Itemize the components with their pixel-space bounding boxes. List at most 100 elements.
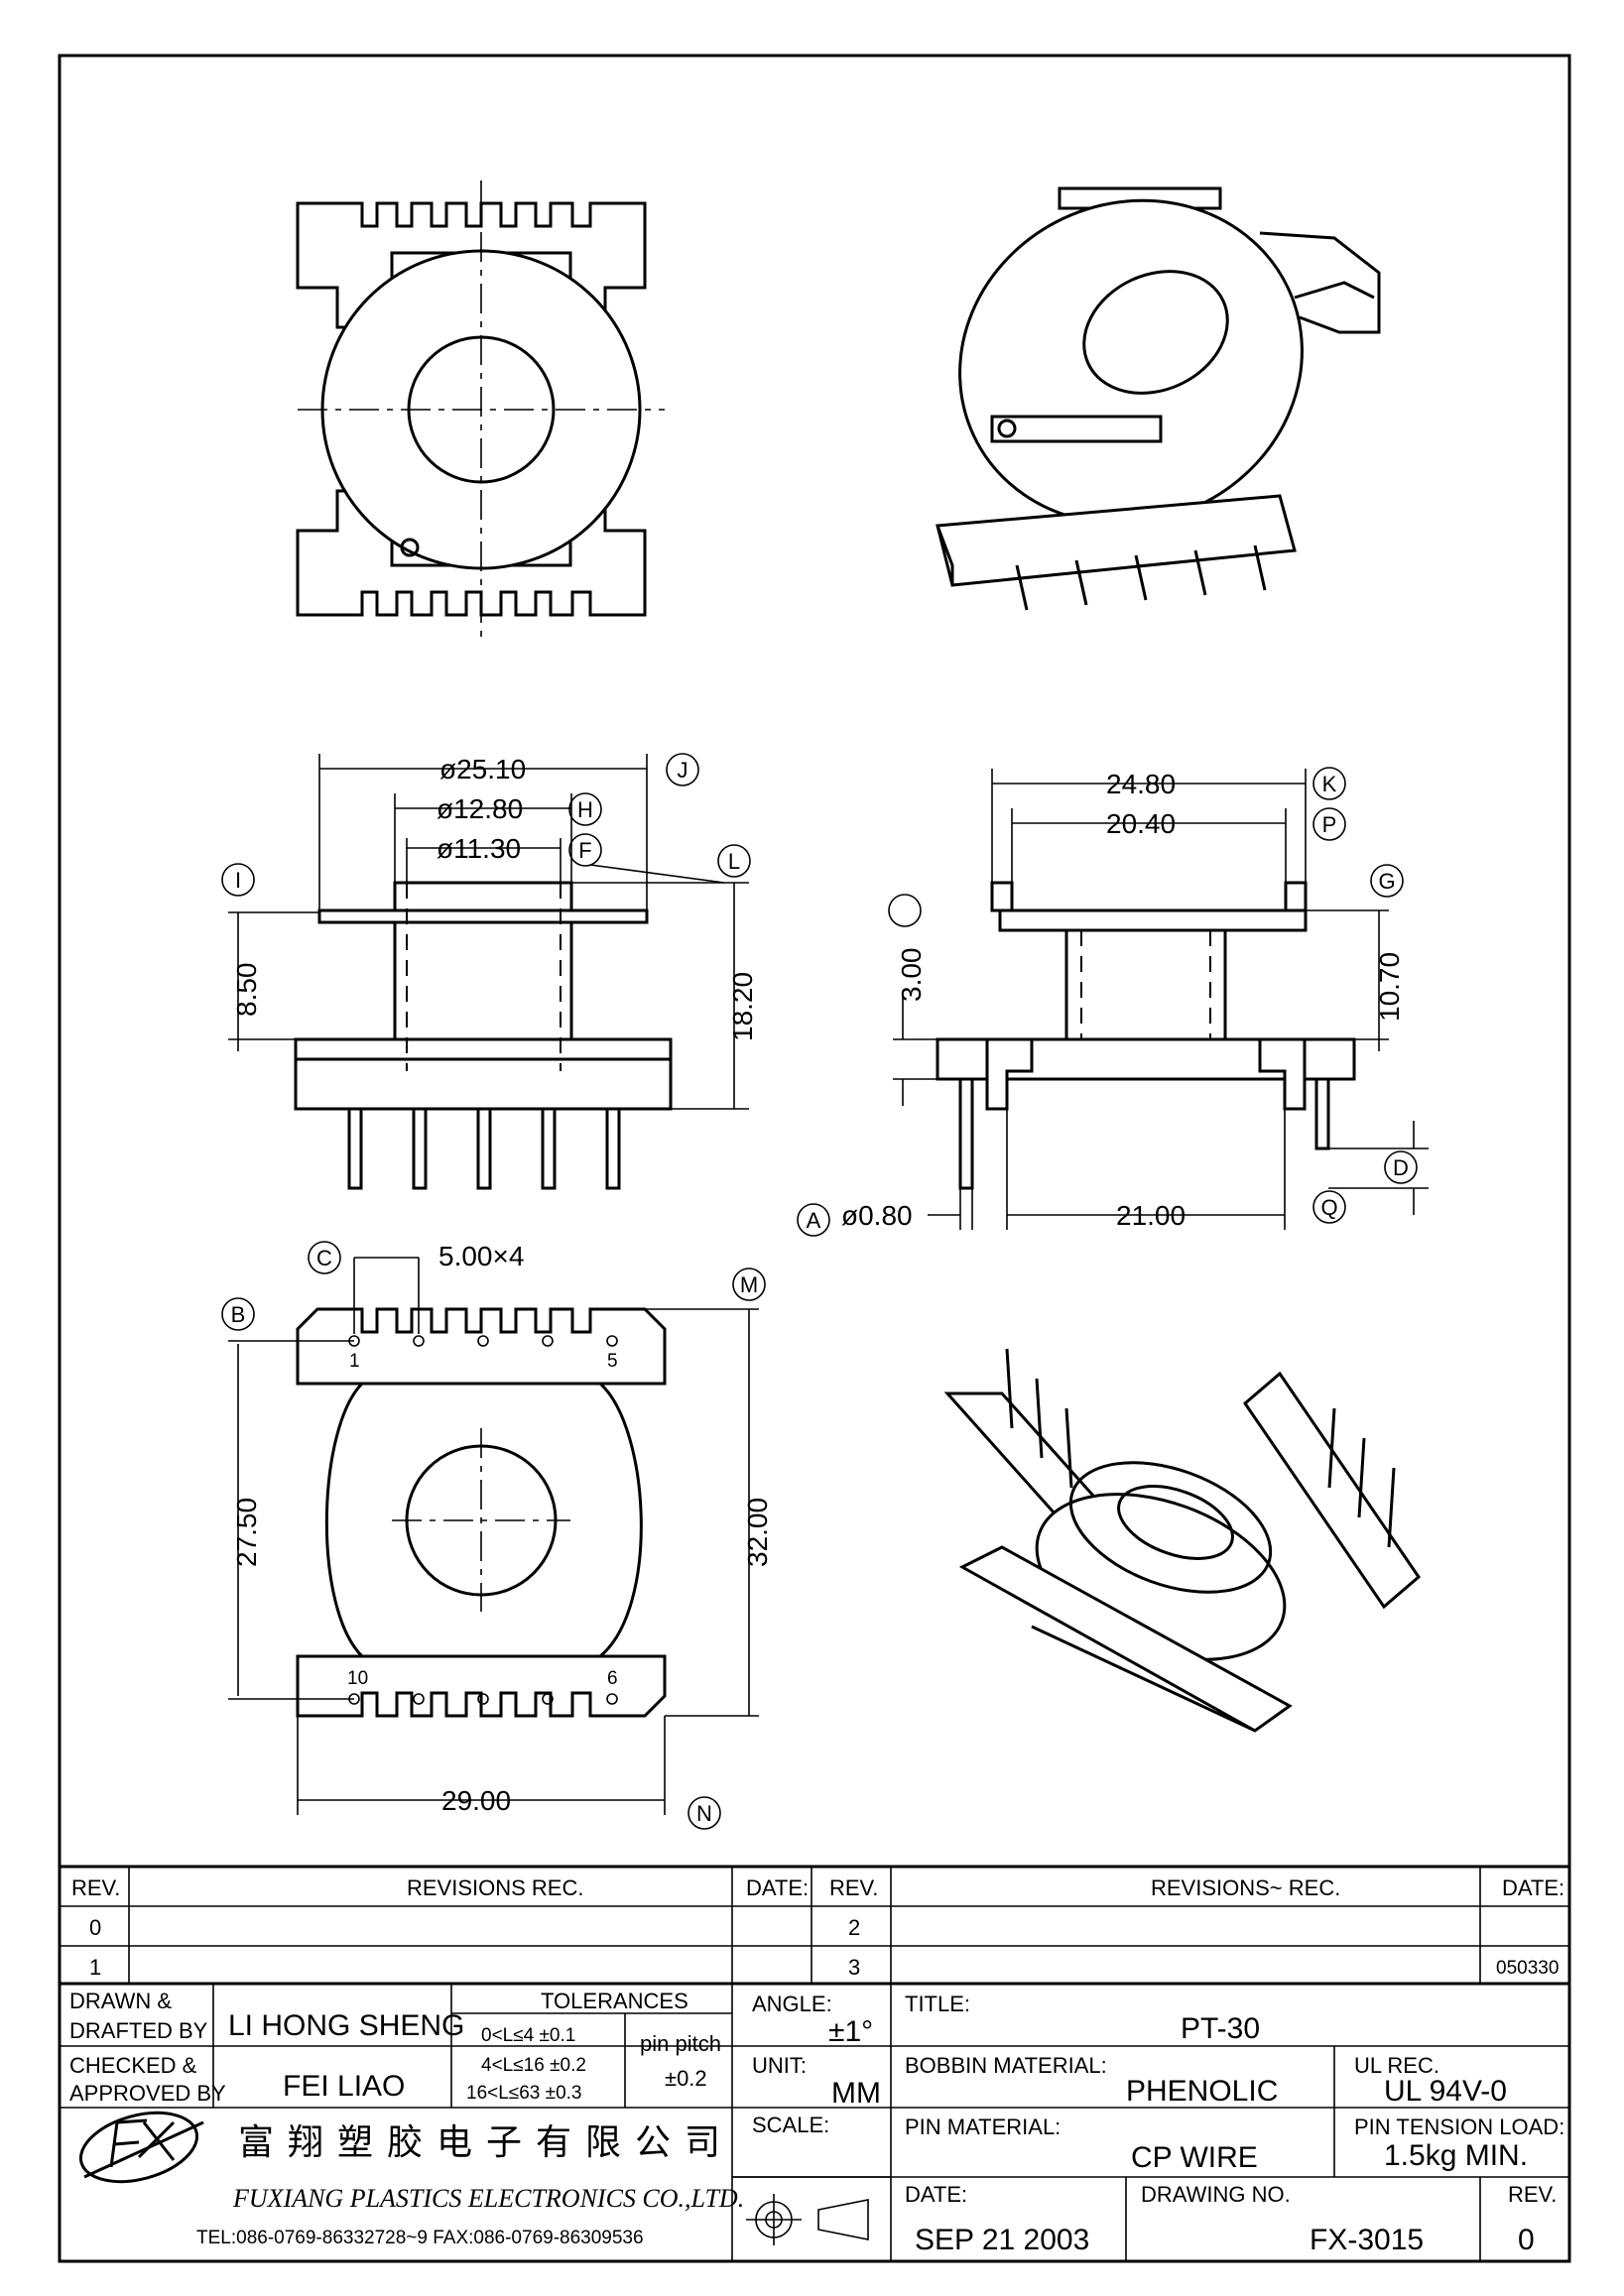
date-header-2: DATE:: [1502, 1875, 1564, 1900]
tag-B: B: [231, 1302, 246, 1327]
drawn-by: LI HONG SHENG: [228, 2009, 464, 2042]
rev-row-1: 1: [89, 1955, 101, 1980]
dim-20-40: 20.40: [1106, 808, 1176, 839]
date-label: DATE:: [905, 2182, 967, 2207]
drawn-label-1: DRAWN &: [69, 1989, 172, 2013]
iso-view-bottom: [943, 1348, 1421, 1733]
pin-mat-label: PIN MATERIAL:: [905, 2115, 1061, 2139]
pin-pitch-tol: ±0.2: [665, 2066, 707, 2091]
tag-C: C: [316, 1246, 332, 1270]
drawing-no-label: DRAWING NO.: [1141, 2182, 1291, 2207]
tag-M: M: [740, 1272, 758, 1297]
pin-label-6: 6: [607, 1668, 618, 1689]
company-contact: TEL:086-0769-86332728~9 FAX:086-0769-863…: [196, 2228, 644, 2248]
tol-2: 4<L≤16 ±0.2: [481, 2055, 586, 2076]
pin-mat-value: CP WIRE: [1131, 2141, 1258, 2174]
iso-view-top: [936, 186, 1381, 611]
drawing-no-value: FX-3015: [1310, 2224, 1424, 2256]
tag-N: N: [696, 1801, 712, 1826]
checked-by: FEI LIAO: [283, 2070, 405, 2103]
dim-18-20: 18.20: [727, 972, 758, 1041]
tag-P: P: [1322, 812, 1337, 837]
bottom-view-labels: 5.00×4 27.50 32.00 29.00 1 5 10 6: [231, 1241, 773, 1816]
side-view-labels: ø25.10 ø12.80 ø11.30 8.50 18.20: [231, 754, 758, 1041]
rev-row-0: 0: [89, 1915, 101, 1940]
tag-D: D: [1393, 1155, 1409, 1180]
tag-I: I: [235, 868, 241, 893]
rev-label: REV.: [1508, 2182, 1557, 2207]
front-view: [893, 769, 1429, 1230]
tag-A: A: [807, 1208, 821, 1233]
tol-3: 16<L≤63 ±0.3: [466, 2083, 581, 2104]
checked-label-2: APPROVED BY: [69, 2081, 226, 2106]
bottom-view: [228, 1257, 759, 1815]
title-block: [60, 1865, 1569, 2261]
scale-label: SCALE:: [752, 2113, 829, 2137]
top-view: [296, 181, 665, 645]
title-block-text: REV. REVISIONS REC. DATE: REV. REVISIONS…: [69, 1875, 1564, 2256]
pin-pitch-label: pin pitch: [640, 2031, 721, 2056]
checked-label-1: CHECKED &: [69, 2053, 197, 2078]
iso-pins-top: [1015, 544, 1267, 611]
side-pins: [347, 1107, 621, 1190]
company-name-en: FUXIANG PLASTICS ELECTRONICS CO.,LTD.: [232, 2184, 744, 2213]
dim-pin-dia: ø0.80: [841, 1200, 913, 1231]
tag-G: G: [1378, 869, 1395, 894]
date-header: DATE:: [746, 1875, 809, 1900]
ul-value: UL 94V-0: [1384, 2075, 1507, 2108]
dim-24-80: 24.80: [1106, 769, 1176, 799]
dim-8-50: 8.50: [231, 963, 262, 1018]
dim-21-00: 21.00: [1116, 1200, 1186, 1231]
pin-label-10: 10: [347, 1668, 368, 1689]
pin-label-1: 1: [349, 1351, 360, 1372]
dim-dia-11-30: ø11.30: [437, 833, 521, 864]
company-logo: [78, 2111, 204, 2184]
tension-value: 1.5kg MIN.: [1384, 2139, 1528, 2172]
pin-label-5: 5: [607, 1351, 618, 1372]
dim-dia-25-10: ø25.10: [439, 754, 526, 785]
front-view-labels: 24.80 20.40 3.00 10.70 21.00 ø0.80: [841, 769, 1405, 1231]
bottom-view-tags: C B M N: [221, 1241, 766, 1830]
company-name-cn: 富翔塑胶电子有限公司: [238, 2122, 734, 2163]
tag-J: J: [678, 758, 688, 783]
tag-Q: Q: [1320, 1195, 1337, 1220]
tag-H: H: [577, 797, 593, 822]
dim-pitch: 5.00×4: [438, 1241, 524, 1271]
dim-32-00: 32.00: [742, 1498, 773, 1567]
bobbin-label: BOBBIN MATERIAL:: [905, 2053, 1107, 2078]
dim-29-00: 29.00: [441, 1785, 511, 1816]
iso-pins-bottom: [1005, 1348, 1396, 1548]
tag-K: K: [1322, 772, 1337, 796]
unit-value: MM: [831, 2077, 881, 2110]
rev-header-2: REV.: [829, 1875, 878, 1900]
ul-label: UL REC.: [1354, 2053, 1439, 2078]
drawn-label-2: DRAFTED BY: [69, 2018, 208, 2043]
rev-row-2: 2: [848, 1915, 860, 1940]
tol-1: 0<L≤4 ±0.1: [481, 2025, 575, 2046]
bottom-pin-holes: [348, 1335, 618, 1705]
dim-27-50: 27.50: [231, 1498, 262, 1567]
side-view-tags: J H F I L: [221, 753, 751, 897]
rev-header: REV.: [71, 1875, 120, 1900]
rev-row-3: 3: [848, 1955, 860, 1980]
dim-10-70: 10.70: [1374, 952, 1405, 1022]
bobbin-value: PHENOLIC: [1126, 2075, 1278, 2108]
drawing-frame: [58, 54, 1571, 2263]
angle-value: ±1°: [828, 2015, 873, 2048]
unit-label: UNIT:: [752, 2053, 807, 2078]
date-value: SEP 21 2003: [915, 2224, 1089, 2256]
revisions-header: REVISIONS REC.: [407, 1875, 583, 1900]
revisions-header-2: REVISIONS~ REC.: [1151, 1875, 1340, 1900]
front-view-tags: K P G D Q A: [797, 767, 1418, 1237]
dim-dia-12-80: ø12.80: [437, 793, 523, 824]
tension-label: PIN TENSION LOAD:: [1354, 2115, 1564, 2139]
side-view: [228, 754, 749, 1190]
title-label: TITLE:: [905, 1992, 970, 2016]
rev-date-3: 050330: [1496, 1958, 1559, 1979]
title-value: PT-30: [1181, 2012, 1260, 2045]
tag-F: F: [578, 838, 591, 863]
rev-value: 0: [1518, 2224, 1535, 2256]
angle-label: ANGLE:: [752, 1992, 832, 2016]
tag-L: L: [728, 849, 740, 874]
